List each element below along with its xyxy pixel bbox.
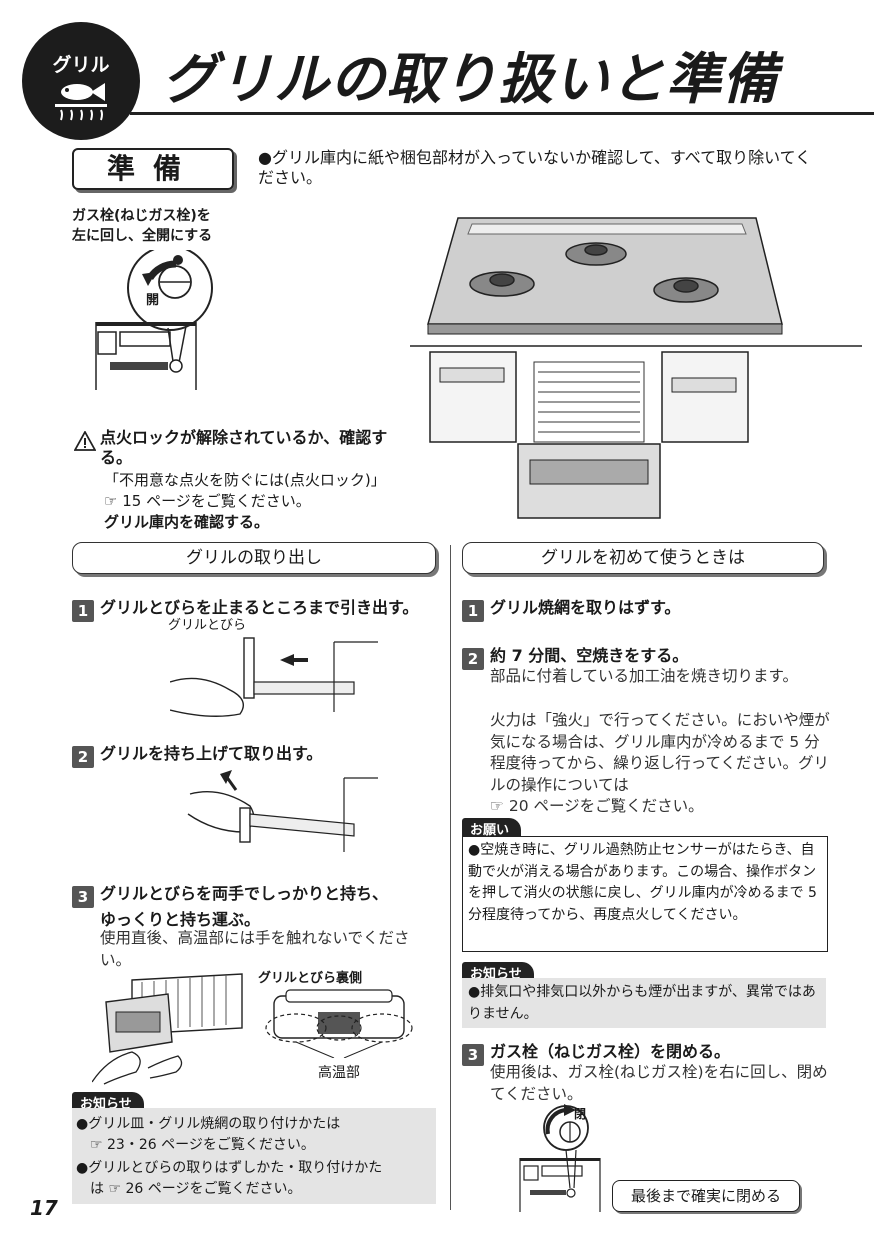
notice-2a: ●グリルとびらの取りはずしかた・取り付けかた xyxy=(76,1160,383,1176)
reference-hand-icon: ☞ xyxy=(108,1181,122,1197)
step-text: 約 7 分間、空焼きをする。 xyxy=(490,646,689,665)
heading-grill-removal: グリルの取り出し xyxy=(72,542,436,574)
grill-badge: グリル xyxy=(22,22,140,140)
gas-valve-open-illustration xyxy=(95,250,213,390)
grill-door-label: グリルとびら xyxy=(168,618,247,633)
warning-title: 点火ロックが解除されているか、確認する。 xyxy=(100,428,388,467)
column-divider xyxy=(450,545,451,1210)
step-number: 1 xyxy=(462,600,484,622)
caution-box xyxy=(462,836,828,952)
notice-1b-row: ☞ 23・26 ページをご覧ください。 xyxy=(90,1135,315,1156)
reference-hand-icon: ☞ xyxy=(490,797,504,815)
step-text: ガス栓（ねじガス栓）を閉める。 xyxy=(490,1042,731,1061)
title-divider xyxy=(130,112,874,115)
step-number: 3 xyxy=(72,886,94,908)
lift-grill-illustration xyxy=(187,770,378,852)
left-step-3-line2: ゆっくりと持ち運ぶ。 xyxy=(100,910,261,929)
right-step-3-body: 使用後は、ガス栓(ねじガス栓)を右に回し、閉めてください。 xyxy=(490,1063,828,1103)
step-text-line1: グリルとびらを両手でしっかりと持ち、 xyxy=(100,884,389,903)
caution-tag-wrap: お願い xyxy=(462,818,522,840)
prep-label-box: 準備 xyxy=(72,148,234,190)
left-step-3: 3 グリルとびらを両手でしっかりと持ち、 xyxy=(72,880,388,908)
step-number: 3 xyxy=(462,1044,484,1066)
prep-bullet: ●グリル庫内に紙や梱包部材が入っていないか確認して、すべて取り除いてください。 xyxy=(258,148,812,187)
warning-triangle-icon xyxy=(74,431,96,451)
close-fully-callout: 最後まで確実に閉める xyxy=(612,1180,800,1212)
step-text: グリルを持ち上げて取り出す。 xyxy=(100,744,323,763)
page-title: グリルの取り扱いと準備 xyxy=(162,47,779,111)
right-step-2-body2: 火力は「強火」で行ってください。においや煙が気になる場合は、グリル庫内が冷めるま… xyxy=(490,711,830,794)
heading-first-use: グリルを初めて使うときは xyxy=(462,542,824,574)
notice-2b-prefix: は xyxy=(90,1181,104,1197)
right-step-2-body1: 部品に付着している加工油を焼き切ります。 xyxy=(490,667,798,685)
gas-valve-close-illustration xyxy=(519,1104,601,1212)
right-step-1: 1 グリル焼網を取りはずす。 xyxy=(462,594,680,622)
notice-1a: ●グリル皿・グリル焼網の取り付けかたは xyxy=(76,1116,341,1132)
back-side-label: グリルとびら裏側 xyxy=(258,971,363,986)
warning-page-ref: ☞ 15 ページをご覧ください。 xyxy=(104,490,311,511)
right-notice-text: ●排気口や排気口以外からも煙が出ますが、異常ではありません。 xyxy=(468,984,816,1022)
right-step-3: 3 ガス栓（ねじガス栓）を閉める。 xyxy=(462,1038,730,1066)
fish-icon xyxy=(55,83,107,121)
page-number: 17 xyxy=(30,1196,58,1220)
valve-caption-2: 左に回し、全開にする xyxy=(72,228,213,244)
right-step-2: 2 約 7 分間、空焼きをする。 xyxy=(462,642,688,670)
caution-text: ●空焼き時に、グリル過熱防止センサーがはたらき、自動で火が消える場合があります。… xyxy=(468,842,817,923)
notice-2b-row: は ☞ 26 ページをご覧ください。 xyxy=(90,1179,301,1200)
valve-caption-1: ガス栓(ねじガス栓)を xyxy=(72,208,211,224)
right-step-2-ref-row: ☞ 20 ページをご覧ください。 xyxy=(490,796,704,818)
reference-hand-icon: ☞ xyxy=(104,492,118,510)
badge-label: グリル xyxy=(52,54,110,76)
notice-2b: 26 ページをご覧ください。 xyxy=(125,1181,302,1197)
step-number: 2 xyxy=(72,746,94,768)
hot-zone-label: 高温部 xyxy=(318,1065,360,1081)
notice-1b: 23・26 ページをご覧ください。 xyxy=(107,1137,315,1153)
right-step-2-ref: 20 ページをご覧ください。 xyxy=(508,797,704,815)
door-back-hot-zones-illustration xyxy=(265,989,413,1058)
reference-hand-icon: ☞ xyxy=(90,1137,103,1153)
close-label: 閉 xyxy=(574,1107,587,1121)
left-step-3-body: 使用直後、高温部には手を触れないでください。 xyxy=(100,929,410,969)
pull-out-door-illustration xyxy=(170,637,378,717)
left-step-1: 1 グリルとびらを止まるところまで引き出す。 xyxy=(72,594,418,622)
right-notice-box xyxy=(462,978,826,1028)
warning-ref: 「不用意な点火を防ぐには(点火ロック)」 xyxy=(104,471,386,489)
warning-page-text: 15 ページをご覧ください。 xyxy=(122,492,311,510)
carry-grill-illustration xyxy=(92,973,243,1085)
open-label: 開 xyxy=(146,293,160,308)
step-text: グリル焼網を取りはずす。 xyxy=(490,598,681,617)
step-text: グリルとびらを止まるところまで引き出す。 xyxy=(100,598,419,617)
step-number: 2 xyxy=(462,648,484,670)
caution-tag: お願い xyxy=(462,818,522,840)
left-step-2: 2 グリルを持ち上げて取り出す。 xyxy=(72,740,322,768)
check-interior: グリル庫内を確認する。 xyxy=(104,513,270,531)
cooktop-with-grill-illustration xyxy=(410,217,862,519)
left-notice-box xyxy=(72,1108,436,1204)
step-number: 1 xyxy=(72,600,94,622)
